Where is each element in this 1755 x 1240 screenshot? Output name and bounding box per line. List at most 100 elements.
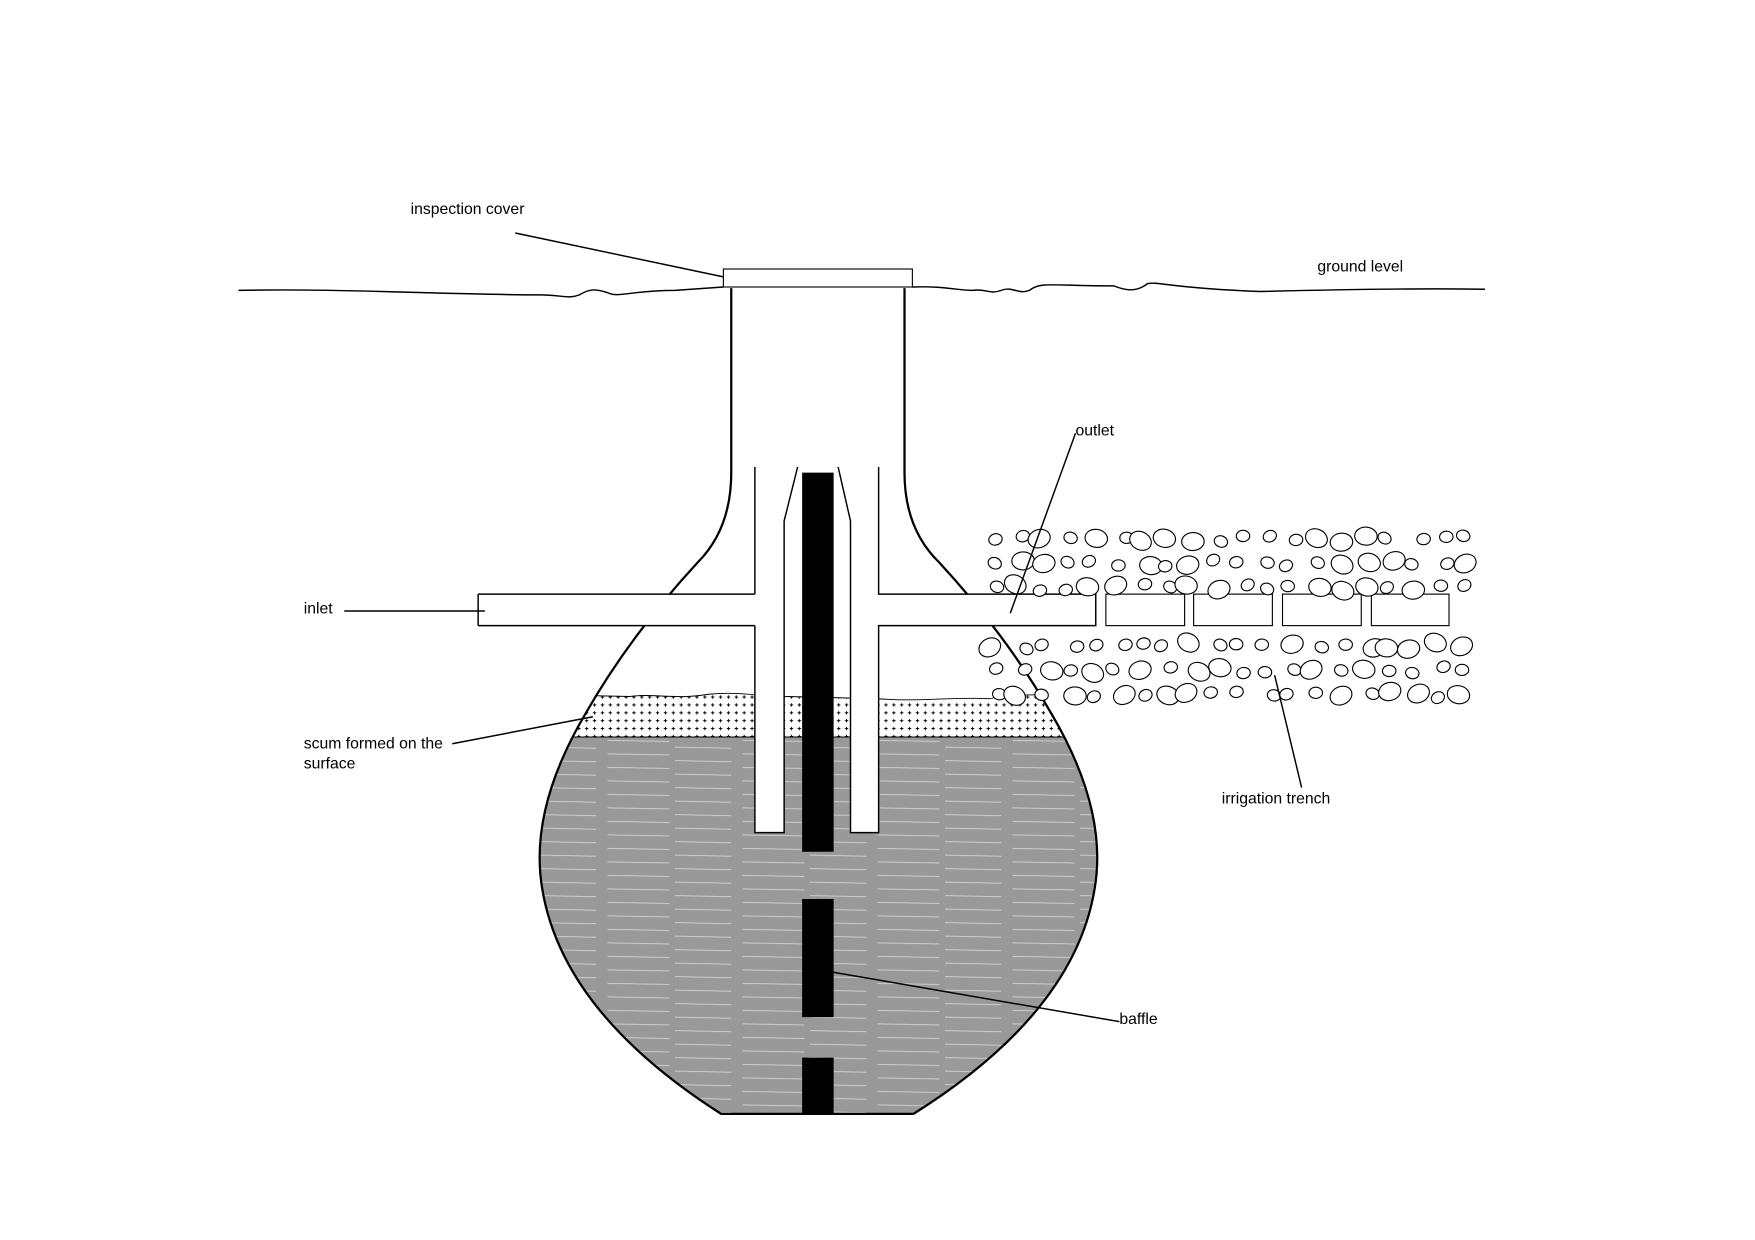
- gravel-stone: [1152, 528, 1177, 548]
- gravel-stone: [1240, 578, 1255, 592]
- gravel-stone: [1003, 574, 1027, 595]
- gravel-stone: [1136, 637, 1151, 650]
- gravel-stone: [1259, 582, 1275, 596]
- gravel-stone: [1404, 557, 1419, 571]
- baffle-segment: [802, 899, 834, 1018]
- gravel-stone: [1229, 685, 1244, 699]
- gravel-stone: [1304, 528, 1328, 549]
- gravel-stone: [1454, 663, 1470, 677]
- label-ground-level: ground level: [1317, 258, 1403, 275]
- gravel-stone: [1453, 553, 1477, 574]
- gravel-stone: [1280, 634, 1304, 654]
- gravel-stone: [1157, 560, 1173, 573]
- gravel-stone: [1207, 579, 1231, 600]
- leader-inspection-cover: [515, 232, 724, 278]
- gravel-stone: [1163, 661, 1179, 674]
- gravel-stone: [989, 580, 1005, 594]
- gravel-stone: [1436, 660, 1451, 674]
- trench-pipe-segment: [1193, 593, 1273, 627]
- gravel-stone: [1455, 529, 1471, 543]
- label-scum-line1: scum formed on the: [304, 735, 443, 752]
- gravel-stone: [1330, 554, 1354, 575]
- gravel-stone: [1433, 579, 1449, 592]
- gravel-stone: [1034, 688, 1049, 702]
- label-baffle: baffle: [1119, 1011, 1157, 1028]
- gravel-stone: [1440, 557, 1455, 570]
- gravel-stone: [1118, 638, 1133, 652]
- gravel-stone: [1357, 552, 1381, 573]
- gravel-stone: [1003, 685, 1026, 706]
- label-irrigation-trench: irrigation trench: [1222, 790, 1331, 807]
- ground-line: [238, 282, 1486, 298]
- gravel-stone: [1015, 529, 1031, 543]
- gravel-stone: [988, 533, 1003, 546]
- outlet-tee: [850, 467, 879, 833]
- gravel-stone: [978, 637, 1002, 658]
- gravel-stone: [1174, 575, 1198, 595]
- gravel-stone: [1153, 639, 1169, 653]
- gravel-stone: [1228, 555, 1244, 569]
- baffle-segment: [802, 472, 834, 852]
- gravel-stone: [1378, 681, 1402, 702]
- gravel-stone: [1260, 556, 1275, 569]
- gravel-stone: [1019, 642, 1034, 656]
- gravel-stone: [1407, 683, 1430, 704]
- gravel-stone: [1060, 555, 1075, 569]
- gravel-stone: [1288, 533, 1304, 547]
- inlet-pipe: [478, 594, 771, 626]
- gravel-stone: [1213, 535, 1229, 548]
- gravel-stone: [1086, 690, 1101, 704]
- leader-irrigation-trench: [1273, 674, 1303, 788]
- baffle-segment: [802, 1057, 834, 1114]
- gravel-stone: [1081, 554, 1097, 568]
- gravel-stone: [1104, 575, 1128, 596]
- gravel-stone: [1129, 530, 1152, 551]
- gravel-stone: [1381, 664, 1397, 678]
- gravel-stone: [1439, 530, 1454, 544]
- leader-scum: [452, 716, 594, 745]
- gravel-stone: [1138, 688, 1153, 702]
- gravel-stone: [1299, 659, 1323, 680]
- label-outlet: outlet: [1076, 423, 1115, 440]
- gravel-stone: [1058, 583, 1073, 597]
- gravel-stone: [1128, 660, 1152, 680]
- gravel-stone: [1262, 529, 1277, 543]
- gravel-stone: [1163, 580, 1178, 594]
- gravel-stone: [1187, 661, 1211, 682]
- gravel-stone: [1338, 638, 1353, 651]
- gravel-stone: [1063, 531, 1078, 545]
- trench-pipe-segment: [1105, 593, 1186, 627]
- gravel-stone: [1235, 529, 1251, 543]
- gravel-stone: [1075, 577, 1100, 597]
- gravel-stone: [1280, 579, 1295, 593]
- gravel-stone: [1017, 663, 1033, 676]
- gravel-stone: [1177, 632, 1200, 653]
- gravel-stone: [1257, 666, 1273, 679]
- gravel-stone: [1379, 581, 1394, 595]
- leader-outlet: [1009, 433, 1077, 614]
- gravel-stone: [988, 662, 1004, 675]
- gravel-stone: [1308, 686, 1324, 699]
- gravel-stone: [987, 556, 1002, 570]
- gravel-stone: [1329, 685, 1353, 706]
- gravel-stone: [1401, 580, 1426, 600]
- gravel-stone: [1354, 526, 1378, 546]
- gravel-stone: [1040, 661, 1064, 681]
- gravel-stone: [1405, 666, 1420, 680]
- trench-pipe-segment: [1370, 593, 1450, 627]
- gravel-stone: [1377, 531, 1392, 545]
- gravel-stone: [1382, 550, 1406, 571]
- inlet-tee: [754, 467, 785, 833]
- label-inspection-cover: inspection cover: [411, 201, 525, 218]
- gravel-stone: [1089, 638, 1104, 652]
- gravel-stone: [1329, 532, 1354, 552]
- gravel-stone: [1027, 528, 1051, 549]
- gravel-stone: [1176, 555, 1200, 575]
- gravel-stone: [1081, 662, 1105, 683]
- gravel-stone: [1112, 684, 1136, 706]
- gravel-stone: [1334, 664, 1349, 677]
- gravel-stone: [1446, 685, 1471, 705]
- gravel-stone: [1236, 666, 1251, 680]
